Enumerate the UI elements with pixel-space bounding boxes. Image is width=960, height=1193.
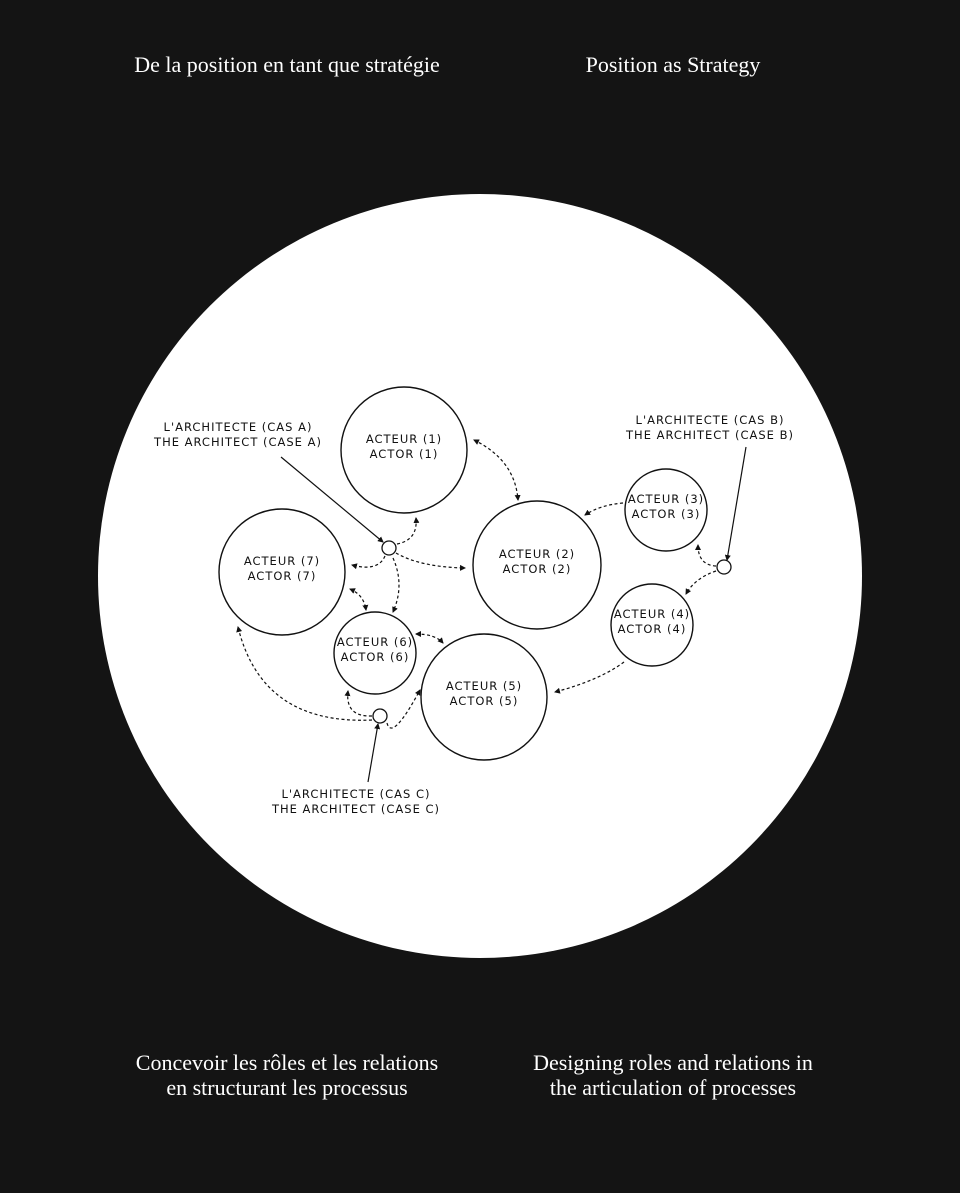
actor-6: ACTEUR (6)ACTOR (6) [333, 611, 417, 695]
actor-label-fr: ACTEUR (6) [337, 635, 413, 649]
actor-circle [472, 500, 602, 630]
actor-label-en: ACTOR (3) [632, 507, 701, 521]
title-bottom-fr-line1: Concevoir les rôles et les relations [135, 1050, 439, 1075]
title-bottom-fr: Concevoir les rôles et les relations en … [87, 1050, 487, 1100]
architect-label-en: THE ARCHITECT (CASE C) [271, 802, 440, 816]
actor-circle [340, 386, 468, 514]
actor-7: ACTEUR (7)ACTOR (7) [218, 508, 346, 636]
dashed-arrow [395, 552, 466, 571]
title-bottom-fr-line2: en structurant les processus [166, 1075, 408, 1100]
dashed-arrow [685, 570, 717, 595]
title-bottom-en: Designing roles and relations in the art… [473, 1050, 873, 1100]
actor-1: ACTEUR (1)ACTOR (1) [340, 386, 468, 514]
architect-node [381, 540, 397, 556]
architect-label-en: THE ARCHITECT (CASE B) [625, 428, 794, 442]
bidirectional-arrow [415, 631, 444, 644]
actor-label-fr: ACTEUR (4) [614, 607, 690, 621]
actor-label-en: ACTOR (6) [341, 650, 410, 664]
actor-label-en: ACTOR (2) [503, 562, 572, 576]
actor-label-fr: ACTEUR (2) [499, 547, 575, 561]
actor-circle [624, 468, 708, 552]
actor-circle [218, 508, 346, 636]
actor-circle [420, 633, 548, 761]
actor-5: ACTEUR (5)ACTOR (5) [420, 633, 548, 761]
architect-label-fr: L'ARCHITECTE (CAS A) [164, 420, 313, 434]
architect-label-fr: L'ARCHITECTE (CAS B) [636, 413, 785, 427]
pointer-line [367, 723, 381, 783]
actor-label-fr: ACTEUR (3) [628, 492, 704, 506]
dashed-arrow [351, 555, 386, 570]
actor-circle [333, 611, 417, 695]
actor-label-fr: ACTEUR (5) [446, 679, 522, 693]
actor-label-fr: ACTEUR (1) [366, 432, 442, 446]
dashed-arrow [396, 517, 420, 545]
dashed-arrow [236, 626, 373, 721]
architect-markers: L'ARCHITECTE (CAS A)THE ARCHITECT (CASE … [153, 413, 794, 816]
actor-circle [610, 583, 694, 667]
bidirectional-arrow [473, 439, 521, 501]
title-top-en: Position as Strategy [585, 52, 761, 77]
pointer-line [724, 446, 747, 561]
architect-label-fr: L'ARCHITECTE (CAS C) [281, 787, 430, 801]
architect-case-c: L'ARCHITECTE (CAS C)THE ARCHITECT (CASE … [271, 708, 440, 816]
title-bottom-en-line2: the articulation of processes [549, 1075, 797, 1100]
title-top-fr: De la position en tant que stratégie [134, 52, 440, 77]
actor-label-en: ACTOR (1) [370, 447, 439, 461]
actor-circles: ACTEUR (1)ACTOR (1)ACTEUR (2)ACTOR (2)AC… [218, 386, 708, 761]
title-bottom-en-line1: Designing roles and relations in [533, 1050, 813, 1075]
actor-4: ACTEUR (4)ACTOR (4) [610, 583, 694, 667]
architect-label-en: THE ARCHITECT (CASE A) [153, 435, 322, 449]
actor-2: ACTEUR (2)ACTOR (2) [472, 500, 602, 630]
actor-3: ACTEUR (3)ACTOR (3) [624, 468, 708, 552]
bidirectional-arrow [349, 588, 369, 611]
architect-case-a: L'ARCHITECTE (CAS A)THE ARCHITECT (CASE … [153, 420, 397, 556]
pointer-line [280, 456, 384, 543]
actor-label-fr: ACTEUR (7) [244, 554, 320, 568]
dashed-arrow [554, 661, 625, 694]
relation-arrows [236, 439, 717, 729]
dashed-arrow [386, 689, 421, 729]
actor-label-en: ACTOR (7) [248, 569, 317, 583]
architect-node [372, 708, 388, 724]
architect-case-b: L'ARCHITECTE (CAS B)THE ARCHITECT (CASE … [625, 413, 794, 575]
actor-label-en: ACTOR (5) [450, 694, 519, 708]
dashed-arrow [392, 557, 400, 613]
architect-node [716, 559, 732, 575]
actor-label-en: ACTOR (4) [618, 622, 687, 636]
dashed-arrow [695, 544, 717, 567]
